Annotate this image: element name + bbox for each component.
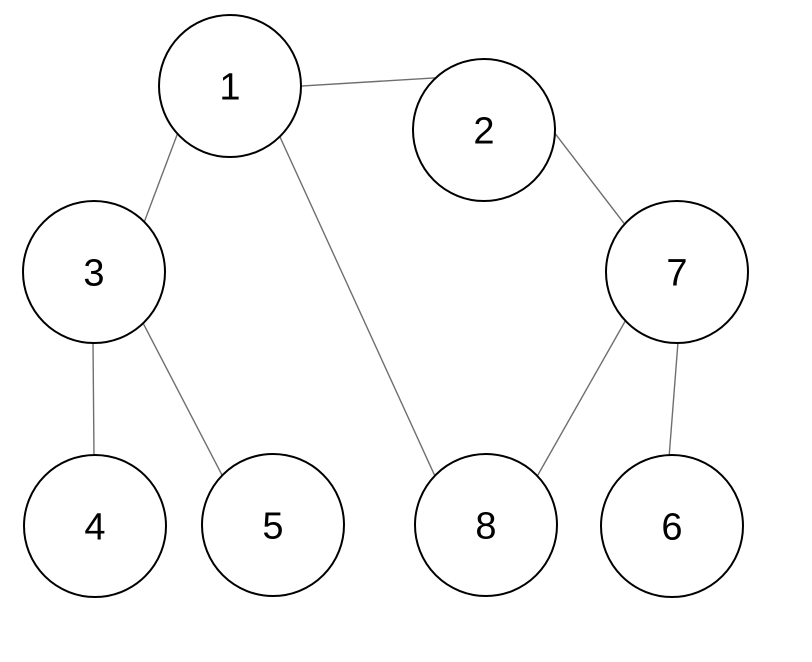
node-label: 6 <box>661 506 682 548</box>
node-label: 1 <box>219 66 240 108</box>
graph-node-7[interactable]: 7 <box>605 200 749 344</box>
node-label: 7 <box>666 252 687 294</box>
node-circle[interactable] <box>414 453 558 597</box>
graph-edge-1-2 <box>278 75 457 89</box>
graph-edge-7-8 <box>526 303 636 495</box>
graph-node-5[interactable]: 5 <box>201 453 345 597</box>
graph-edge-2-7 <box>541 116 639 242</box>
graph-node-4[interactable]: 4 <box>23 454 167 598</box>
node-label: 4 <box>84 506 105 548</box>
node-label: 5 <box>262 505 283 547</box>
graph-node-2[interactable]: 2 <box>412 58 556 202</box>
node-circle[interactable] <box>201 453 345 597</box>
node-circle[interactable] <box>22 200 166 344</box>
nodes-layer: 1 2 3 4 5 6 7 8 <box>22 14 749 598</box>
node-circle[interactable] <box>600 454 744 598</box>
graph-edge-3-5 <box>131 301 234 497</box>
node-circle[interactable] <box>23 454 167 598</box>
graph-edge-1-8 <box>269 114 445 497</box>
graph-node-8[interactable]: 8 <box>414 453 558 597</box>
graph-edge-3-4 <box>92 317 95 482</box>
node-circle[interactable] <box>605 200 749 344</box>
node-circle[interactable] <box>412 58 556 202</box>
edges-layer <box>92 75 681 497</box>
node-label: 2 <box>473 110 494 152</box>
node-label: 8 <box>475 505 496 547</box>
node-label: 3 <box>83 252 104 294</box>
node-circle[interactable] <box>158 14 302 158</box>
graph-node-6[interactable]: 6 <box>600 454 744 598</box>
graph-node-1[interactable]: 1 <box>158 14 302 158</box>
graph-node-3[interactable]: 3 <box>22 200 166 344</box>
